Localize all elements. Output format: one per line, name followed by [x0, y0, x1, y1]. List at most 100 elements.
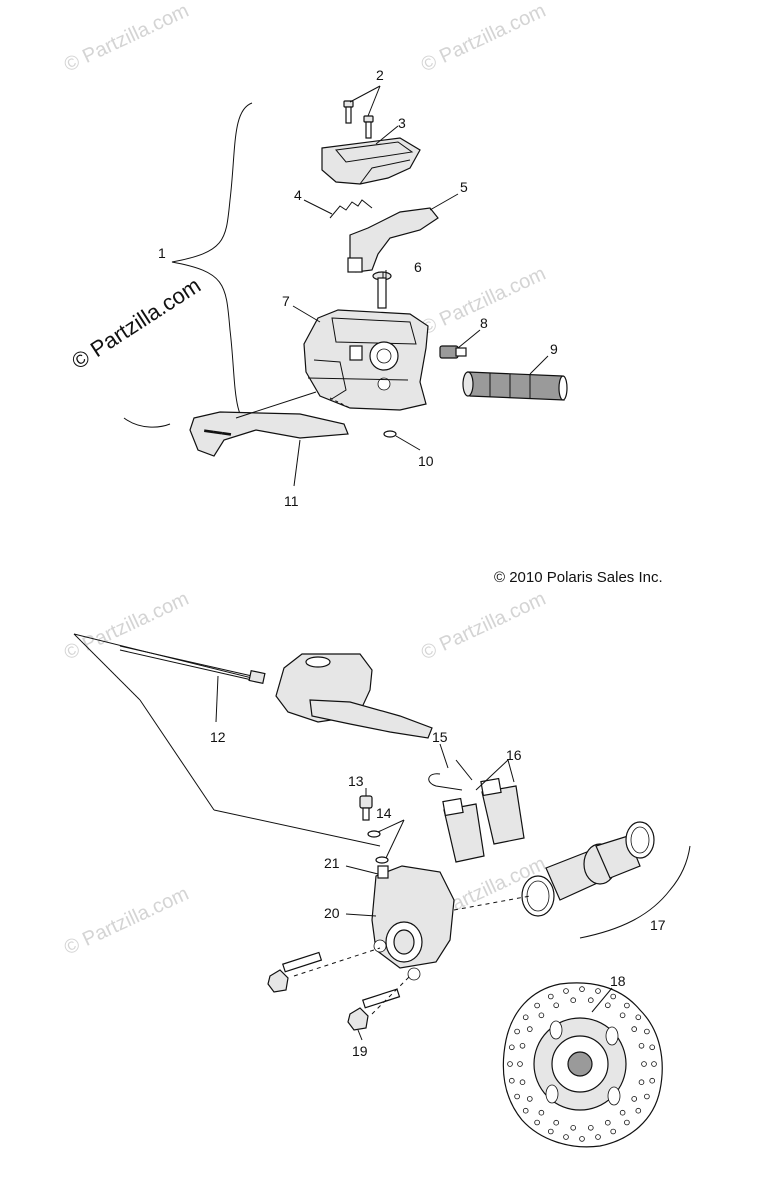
- callout-9: 9: [550, 341, 558, 357]
- disc-vent-hole: [553, 1002, 559, 1009]
- disc-vent-hole: [641, 1061, 647, 1067]
- bracket-tail: [123, 417, 171, 428]
- disc-vent-hole: [519, 1079, 526, 1085]
- callout-16: 16: [506, 747, 522, 763]
- callout-19: 19: [352, 1043, 368, 1059]
- disc-vent-hole: [624, 1119, 630, 1126]
- watermark: © Partzilla.com: [61, 0, 192, 77]
- disc-vent-hole: [538, 1012, 545, 1019]
- disc-vent-hole: [553, 1119, 559, 1126]
- disc-vent-hole: [631, 1026, 637, 1032]
- callout-8: 8: [480, 315, 488, 331]
- disc-vent-hole: [547, 1128, 554, 1135]
- pivot-pin: [372, 271, 392, 309]
- brake-hose: [119, 645, 266, 685]
- assembly-bracket: [171, 102, 253, 429]
- callout-21: 21: [324, 855, 340, 871]
- callout-14: 14: [376, 805, 392, 821]
- callout-6: 6: [414, 259, 422, 275]
- callout-15: 15: [432, 729, 448, 745]
- disc-vent-hole: [631, 1096, 637, 1102]
- brake-switch: [439, 345, 467, 359]
- disc-vent-hole: [534, 1119, 540, 1126]
- disc-vent-hole: [595, 1134, 601, 1140]
- pad-retaining-pin: [428, 759, 473, 791]
- callout-12: 12: [210, 729, 226, 745]
- disc-vent-hole: [649, 1077, 655, 1084]
- disc-vent-hole: [508, 1044, 515, 1051]
- disc-vent-hole: [644, 1093, 650, 1100]
- callout-3: 3: [398, 115, 406, 131]
- lever-bracket: [347, 207, 439, 273]
- disc-vent-hole: [570, 1125, 576, 1131]
- disc-vent-hole: [519, 1043, 526, 1049]
- disc-vent-hole: [587, 1125, 594, 1131]
- piston-seal-set: [521, 821, 655, 917]
- return-spring: [329, 199, 373, 219]
- callout-4: 4: [294, 187, 302, 203]
- disc-vent-hole: [579, 1136, 585, 1142]
- disc-vent-hole: [619, 1012, 626, 1019]
- disc-vent-hole: [547, 993, 554, 1000]
- disc-vent-hole: [644, 1028, 650, 1035]
- watermark-primary: © Partzilla.com: [67, 272, 205, 374]
- disc-vent-hole: [514, 1093, 520, 1100]
- callouts-lower: 12 13 14 15 16 17 18 19 20 21: [210, 729, 666, 1059]
- disc-vent-hole: [563, 1134, 569, 1140]
- disc-vent-hole: [563, 988, 569, 994]
- callout-5: 5: [460, 179, 468, 195]
- disc-vent-hole: [638, 1043, 645, 1049]
- brake-caliper: [371, 865, 455, 981]
- screw-pair: [343, 100, 374, 139]
- master-cylinder-assembly: [275, 653, 433, 739]
- disc-vent-hole: [579, 986, 585, 992]
- callout-17: 17: [650, 917, 666, 933]
- master-cylinder-housing: [303, 309, 429, 411]
- disc-vent-hole: [534, 1002, 540, 1009]
- disc-vent-hole: [604, 1002, 611, 1009]
- callouts-upper: 1 2 3 4 5 6 7 8 9 10 11: [158, 67, 558, 509]
- copyright-text: © 2010 Polaris Sales Inc.: [494, 569, 663, 586]
- disc-vent-hole: [635, 1014, 642, 1021]
- callout-10: 10: [418, 453, 434, 469]
- disc-vent-hole: [595, 988, 601, 994]
- disc-vent-hole: [570, 997, 576, 1003]
- master-cylinder-cover: [321, 137, 421, 185]
- callout-11: 11: [284, 493, 299, 509]
- disc-vent-hole: [538, 1109, 545, 1116]
- disc-vent-hole: [604, 1119, 611, 1126]
- callout-20: 20: [324, 905, 340, 921]
- hand-grip: [462, 371, 568, 401]
- watermark: © Partzilla.com: [418, 588, 549, 665]
- disc-vent-hole: [610, 993, 616, 1000]
- callout-1: 1: [158, 245, 166, 261]
- piston-set-bracket: [579, 845, 691, 939]
- disc-vent-hole: [514, 1028, 520, 1035]
- brake-disc: [502, 982, 663, 1148]
- disc-vent-hole: [619, 1109, 626, 1116]
- disc-vent-hole: [526, 1096, 533, 1102]
- disc-vent-hole: [587, 997, 594, 1003]
- svg-text:▬▬▬: ▬▬▬: [204, 424, 232, 438]
- caliper-bolts: [267, 951, 401, 1031]
- disc-vent-hole: [638, 1079, 645, 1085]
- disc-vent-hole: [635, 1107, 642, 1114]
- callout-13: 13: [348, 773, 364, 789]
- clip-washer: [383, 430, 397, 438]
- disc-vent-hole: [526, 1026, 533, 1032]
- disc-vent-hole: [507, 1061, 513, 1067]
- disc-vent-hole: [508, 1077, 515, 1084]
- disc-vent-hole: [649, 1044, 655, 1051]
- disc-vent-hole: [522, 1107, 529, 1114]
- banjo-bolt: [359, 795, 373, 821]
- copper-washers: [367, 830, 389, 864]
- watermark: © Partzilla.com: [61, 883, 192, 960]
- callout-2: 2: [376, 67, 384, 83]
- callout-7: 7: [282, 293, 290, 309]
- leader-lines-lower: [215, 675, 613, 1041]
- callout-18: 18: [610, 973, 626, 989]
- leader-lines-upper: [235, 85, 549, 487]
- disc-vent-hole: [624, 1002, 630, 1009]
